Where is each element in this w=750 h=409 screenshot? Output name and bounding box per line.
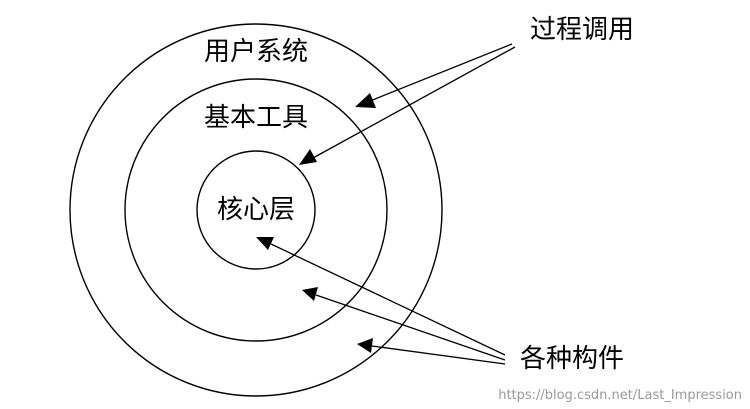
- outer-ring-user-system: [69, 23, 443, 397]
- watermark-text: https://blog.csdn.net/Last_Impression: [498, 388, 742, 403]
- arrow-components-to-user-system: [357, 338, 506, 365]
- middle-ring-basic-tools: [124, 78, 388, 342]
- arrow-process-call-to-core-layer: [299, 46, 516, 165]
- callout-components: 各种构件: [520, 344, 624, 374]
- inner-ring-core-layer: [196, 150, 316, 270]
- layer-label-basic-tools: 基本工具: [204, 103, 308, 133]
- arrow-components-to-basic-tools: [302, 287, 506, 361]
- arrow-process-call-to-basic-tools: [355, 43, 513, 108]
- arrow-components-to-core-layer: [256, 237, 506, 356]
- layer-label-core-layer: 核心层: [217, 195, 295, 225]
- layer-label-user-system: 用户系统: [204, 37, 308, 67]
- callout-process-call: 过程调用: [530, 15, 634, 45]
